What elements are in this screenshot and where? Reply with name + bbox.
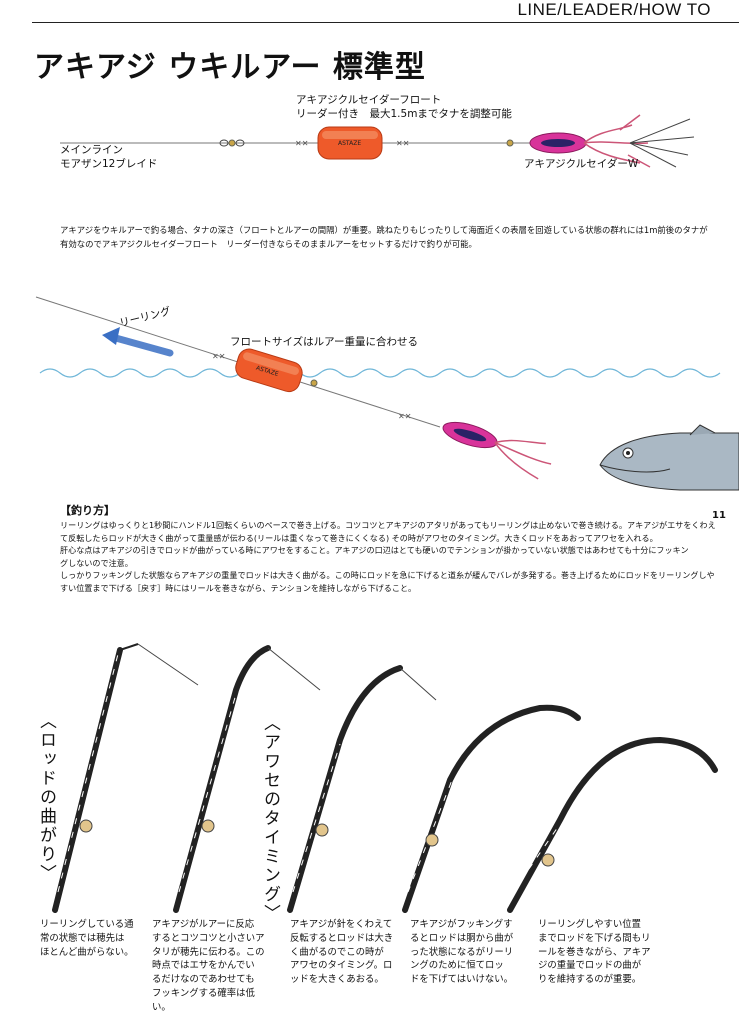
- caption-5: リーリングしやすい位置 までロッドを下げる間もリ ールを巻きながら、アキア ジの…: [538, 918, 662, 987]
- rod-illustration: [287, 665, 437, 913]
- intro-line: 有効なのでアキアジクルセイダーフロート リーダー付きならそのままルアーをセットす…: [60, 238, 477, 249]
- rod-illustration: [507, 736, 718, 913]
- float-name-label: アキアジクルセイダーフロート: [296, 94, 442, 106]
- svg-text:✕✕: ✕✕: [212, 352, 225, 361]
- method-line: て反転したらロッドが大きく曲がって重量感が伝わる(リールは重くなって巻きにくくな…: [60, 532, 658, 543]
- caption-line: るとロッドは胴から曲が: [410, 932, 514, 944]
- method-line: しっかりフッキングした状態ならアキアジの重量でロッドは大きく曲がる。この時にロッ…: [60, 570, 715, 581]
- caption-line: く曲がるのでこの時が: [290, 946, 384, 958]
- method-line: すい位置まで下げる［戻す］時にはリールを巻きながら、テンションを維持しながら下げ…: [60, 582, 417, 593]
- knot-icon: ✕✕: [295, 139, 308, 148]
- page-title: アキアジ ウキルアー 標準型: [34, 50, 426, 85]
- rod-illustration: [402, 704, 581, 913]
- caption-3: アキアジが針をくわえて 反転するとロッドは大き く曲がるのでこの時が アワセのタ…: [290, 918, 410, 987]
- caption-line: フッキングする確率は低い。: [152, 987, 255, 1013]
- caption-line: ジの重量でロッドの曲が: [538, 960, 642, 972]
- swivel-icon: [219, 139, 245, 147]
- rod-bend-label: 〈ロッドの曲がり〉: [36, 712, 56, 883]
- lure-icon: [442, 421, 552, 480]
- method-line: グしないので注意。: [60, 557, 133, 568]
- float-icon: ASTAZE: [317, 126, 383, 160]
- svg-text:ASTAZE: ASTAZE: [338, 140, 361, 147]
- intro-text: アキアジをウキルアーで釣る場合、タナの深さ（フロートとルアーの間隔）が重要。跳ね…: [60, 224, 720, 251]
- page-number: 11: [712, 510, 726, 521]
- svg-text:✕✕: ✕✕: [396, 139, 409, 148]
- hookset-timing-label: 〈アワセのタイミング〉: [260, 714, 280, 923]
- header-divider: [32, 22, 739, 23]
- caption-line: リーリングしている通: [40, 919, 134, 930]
- caption-1: リーリングしている通 常の状態では穂先は ほとんど曲がらない。: [40, 918, 160, 959]
- caption-2: アキアジがルアーに反応 するとコツコツと小さいア タリが穂先に伝わる。この 時点…: [152, 918, 272, 1015]
- rod-illustration: [52, 643, 199, 913]
- section-header: LINE/LEADER/HOW TO: [517, 0, 711, 19]
- caption-line: ほとんど曲がらない。: [40, 946, 134, 958]
- caption-line: アキアジがフッキングす: [410, 919, 513, 930]
- caption-line: ッドを大きくあおる。: [290, 974, 384, 986]
- caption-line: ングのために恒てロッ: [410, 960, 504, 972]
- caption-line: アワセのタイミング。ロ: [290, 960, 393, 972]
- method-line: 肝心な点はアキアジの引きでロッドが曲がっている時にアワセをすること。アキアジの口…: [60, 545, 689, 556]
- caption-line: リーリングしやすい位置: [538, 919, 642, 930]
- rod-illustrations: [52, 643, 718, 913]
- lure-icon: [529, 114, 695, 168]
- caption-line: 常の状態では穂先は: [40, 932, 125, 944]
- main-line-label: メインライン: [60, 144, 123, 156]
- method-text: リーリングはゆっくりと1秒間にハンドル1回転くらいのペースで巻き上げる。コツコツ…: [60, 519, 720, 595]
- method-heading: 【釣り方】: [60, 504, 115, 517]
- fishing-diagram: ✕✕ ASTAZE ✕✕: [35, 296, 739, 491]
- float-size-label: フロートサイズはルアー重量に合わせる: [230, 336, 419, 348]
- caption-line: タリが穂先に伝わる。この: [152, 946, 265, 958]
- caption-line: アキアジがルアーに反応: [152, 919, 255, 930]
- rod-illustration: [173, 645, 321, 913]
- caption-line: った状態になるがリーリ: [410, 946, 514, 958]
- caption-line: アキアジが針をくわえて: [290, 919, 393, 930]
- caption-line: るだけなのであわせても: [152, 974, 255, 986]
- caption-line: ールを巻きながら、アキア: [538, 946, 651, 958]
- caption-line: 反転するとロッドは大き: [290, 932, 394, 944]
- caption-line: りを維持するのが重要。: [538, 974, 642, 986]
- caption-line: までロッドを下げる間もリ: [538, 932, 651, 944]
- main-line-name: モアザン12ブレイド: [60, 158, 158, 170]
- caption-4: アキアジがフッキングす るとロッドは胴から曲が った状態になるがリーリ ングのた…: [410, 918, 530, 987]
- water-surface: [39, 368, 721, 378]
- float-desc-label: リーダー付き 最大1.5mまでタナを調整可能: [296, 108, 512, 120]
- lure-name-label: アキアジクルセイダーW: [524, 158, 639, 170]
- rig-diagram: ✕✕ ASTAZE ✕✕: [60, 114, 695, 168]
- caption-line: するとコツコツと小さいア: [152, 932, 265, 944]
- method-line: リーリングはゆっくりと1秒間にハンドル1回転くらいのペースで巻き上げる。コツコツ…: [60, 520, 716, 530]
- svg-text:✕✕: ✕✕: [398, 412, 411, 421]
- intro-line: アキアジをウキルアーで釣る場合、タナの深さ（フロートとルアーの間隔）が重要。跳ね…: [60, 225, 708, 235]
- reeling-arrow-icon: [102, 327, 174, 357]
- salmon-icon: [599, 424, 739, 491]
- caption-line: 時点ではエサをかんでい: [152, 960, 255, 972]
- caption-line: ドを下げてはいけない。: [410, 974, 513, 986]
- float-icon: ASTAZE: [235, 348, 303, 393]
